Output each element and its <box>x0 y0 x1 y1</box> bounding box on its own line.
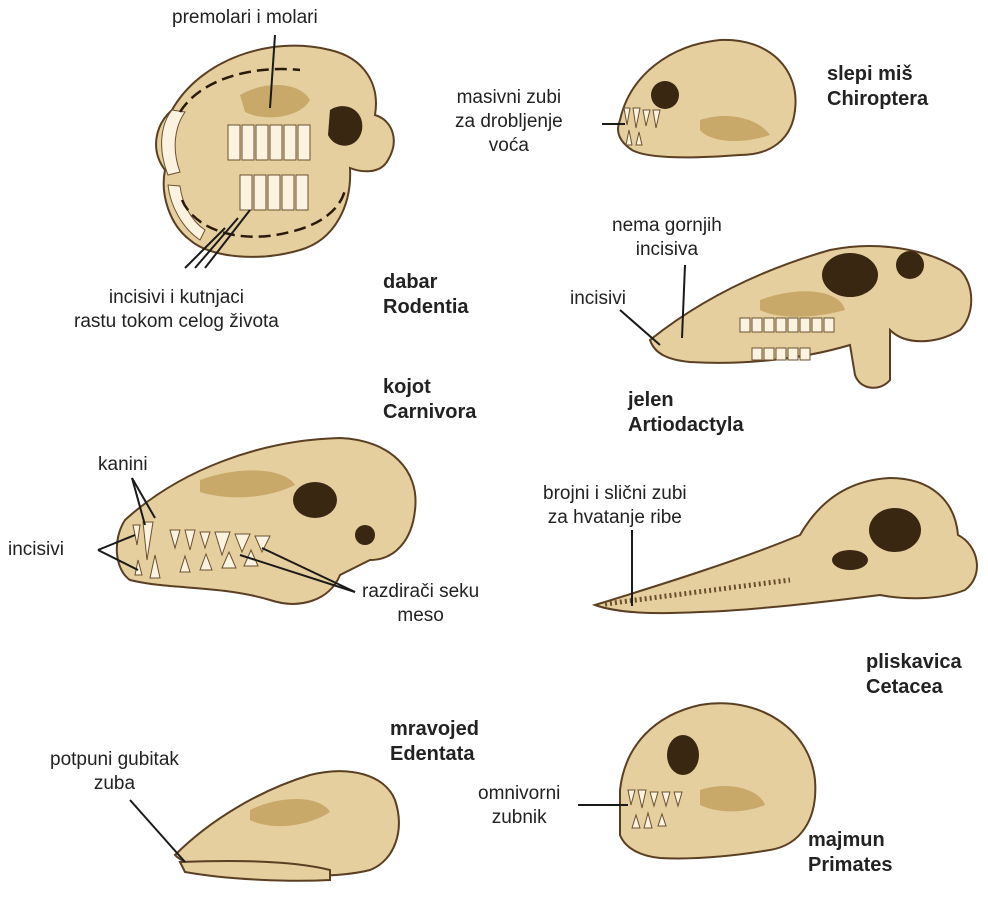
name-dolphin: pliskavica Cetacea <box>866 650 962 700</box>
label-deer-no-upper-incisors: nema gornjih incisiva <box>612 214 722 262</box>
beaver-skull <box>156 46 394 257</box>
label-beaver-growth: incisivi i kutnjaci rastu tokom celog ži… <box>74 286 279 334</box>
name-beaver: dabar Rodentia <box>383 270 469 320</box>
label-deer-incisors: incisivi <box>570 287 626 311</box>
label-premolars-molars: premolari i molari <box>172 6 318 30</box>
name-bat: slepi miš Chiroptera <box>827 62 928 112</box>
name-coyote: kojot Carnivora <box>383 375 476 425</box>
label-anteater-toothless: potpuni gubitak zuba <box>50 748 179 796</box>
label-coyote-incisors: incisivi <box>8 538 64 562</box>
bat-skull <box>618 40 795 158</box>
name-deer: jelen Artiodactyla <box>628 388 744 438</box>
label-bat-teeth: masivni zubi za drobljenje voća <box>455 86 563 158</box>
coyote-skull <box>117 438 416 604</box>
label-coyote-carnassials: razdirači seku meso <box>362 580 479 628</box>
label-dolphin-teeth: brojni i slični zubi za hvatanje ribe <box>543 482 687 530</box>
monkey-skull <box>620 703 815 858</box>
anteater-skull <box>175 771 399 881</box>
label-coyote-canines: kanini <box>98 453 148 477</box>
name-anteater: mravojed Edentata <box>390 717 479 767</box>
label-monkey-teeth: omnivorni zubnik <box>478 782 560 830</box>
name-monkey: majmun Primates <box>808 828 893 878</box>
deer-skull <box>650 246 971 388</box>
